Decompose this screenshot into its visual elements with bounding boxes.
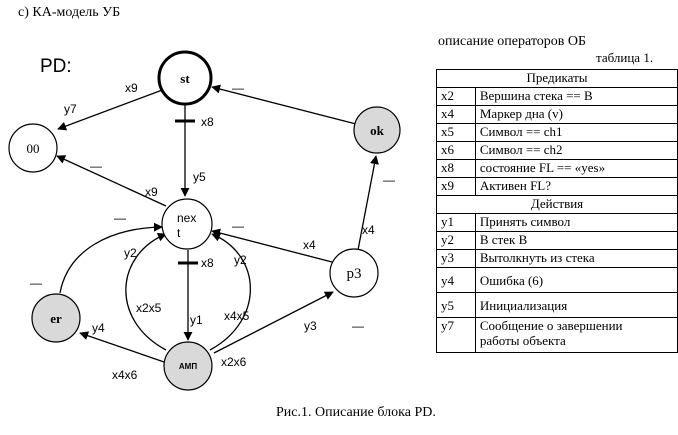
table-cell-desc: Инициализация: [474, 292, 678, 318]
table-cell-code: x8: [436, 159, 476, 178]
table-cell-desc: Символ == ch1: [474, 123, 678, 142]
table-cell-desc-line1: Сообщение о завершении: [479, 318, 623, 333]
table-cell-code: y1: [436, 213, 476, 232]
table-cell-code: y2: [436, 231, 476, 250]
edge-label: y2: [234, 253, 247, 267]
table-section-header: Предикаты: [436, 69, 678, 88]
table-cell-code: y5: [436, 292, 476, 318]
edge-label: x2x5: [136, 301, 162, 315]
predicates-header: Предикаты: [436, 69, 678, 88]
table-cell-code: x4: [436, 105, 476, 124]
node-amp: АМП: [163, 341, 213, 391]
figure-caption: Рис.1. Описание блока PD.: [276, 405, 436, 420]
table-cell-code: y4: [436, 267, 476, 293]
node-ok: ok: [353, 106, 401, 154]
edge-er-to-next: [59, 222, 163, 294]
edge-label: x4x5: [224, 309, 250, 323]
table-caption: описание операторов ОБ: [438, 34, 587, 49]
actions-header: Действия: [436, 195, 678, 214]
edge-label: y2: [124, 246, 137, 260]
table-cell-desc: Сообщение о завершении работы объекта: [474, 317, 678, 353]
edge-label: y3: [304, 319, 317, 333]
node-st-label: st: [180, 71, 190, 86]
table-cell-desc-line2: работы объекта: [479, 333, 566, 348]
edge-p3-to-ok: [357, 155, 379, 251]
table-cell-desc: Символ == ch2: [474, 141, 678, 160]
page-heading: с) КА-модель УБ: [18, 5, 121, 20]
dash-mark: —: [232, 219, 244, 233]
table-section-header: Действия: [436, 195, 678, 214]
node-next-label-line2: t: [177, 226, 181, 240]
edge-label: x2x6: [221, 355, 247, 369]
dash-mark: —: [232, 81, 244, 95]
edge-label: x8: [201, 115, 214, 129]
table-cell-desc: Ошибка (6): [474, 267, 678, 293]
table-cell-code: x5: [436, 123, 476, 142]
edge-label: x4: [303, 238, 316, 252]
table-cell-desc: Принять символ: [474, 213, 678, 232]
edge-st-to-00: [57, 88, 166, 131]
node-p3-label: p3: [347, 266, 362, 282]
node-amp-label: АМП: [179, 362, 197, 371]
node-er: er: [31, 293, 81, 343]
table-row: y7 Сообщение о завершении работы объекта: [436, 317, 678, 353]
edge-label: y1: [190, 313, 203, 327]
edge-label: y5: [193, 170, 206, 184]
table-cell-code: y3: [436, 249, 476, 268]
node-00: 00: [8, 123, 58, 173]
dash-mark: —: [30, 276, 42, 290]
table-cell-code: y7: [436, 317, 476, 353]
node-next-label-line1: nex: [177, 211, 196, 225]
table-cell-desc: В стек B: [474, 231, 678, 250]
node-00-label: 00: [27, 141, 40, 156]
dash-mark: —: [114, 211, 126, 225]
pd-label: PD:: [40, 56, 72, 77]
table-number: таблица 1.: [596, 50, 654, 65]
table-cell-code: x9: [436, 177, 476, 196]
node-p3: p3: [329, 248, 379, 298]
dash-mark: —: [90, 159, 102, 173]
edge-next-to-00: [56, 155, 167, 207]
edge-label: y7: [64, 102, 77, 116]
edge-amp-to-p3: [213, 291, 334, 354]
edge-label: x4: [362, 223, 375, 237]
edge-ok-to-st: [211, 84, 357, 125]
edge-label: x9: [125, 81, 138, 95]
edge-label: x9: [145, 185, 158, 199]
dash-mark: —: [383, 173, 395, 187]
node-st: st: [157, 50, 213, 106]
edge-amp-loop-right: [209, 232, 252, 351]
dash-mark: —: [352, 319, 364, 333]
edge-label: x4x6: [112, 368, 138, 382]
table-cell-desc: состояние FL == «yes»: [474, 159, 678, 178]
node-er-label: er: [50, 311, 62, 326]
state-diagram: PD: — — — — — — — x9 y7 x8 y5 x9 x8 y1 y…: [8, 50, 401, 391]
edge-p3-to-next: [211, 228, 333, 263]
table-cell-desc: Активен FL?: [474, 177, 678, 196]
table-cell-desc: Вытолкнуть из стека: [474, 249, 678, 268]
node-next: nex t: [161, 198, 213, 250]
edge-amp-to-er: [79, 331, 165, 363]
edge-label: y4: [92, 321, 105, 335]
table-cell-desc: Маркер дна (v): [474, 105, 678, 124]
table-cell-desc: Вершина стека == B: [474, 87, 678, 106]
table-cell-code: x6: [436, 141, 476, 160]
edge-amp-loop-left: [125, 232, 167, 351]
table-cell-code: x2: [436, 87, 476, 106]
edge-label: x8: [201, 256, 214, 270]
node-ok-label: ok: [370, 123, 385, 138]
